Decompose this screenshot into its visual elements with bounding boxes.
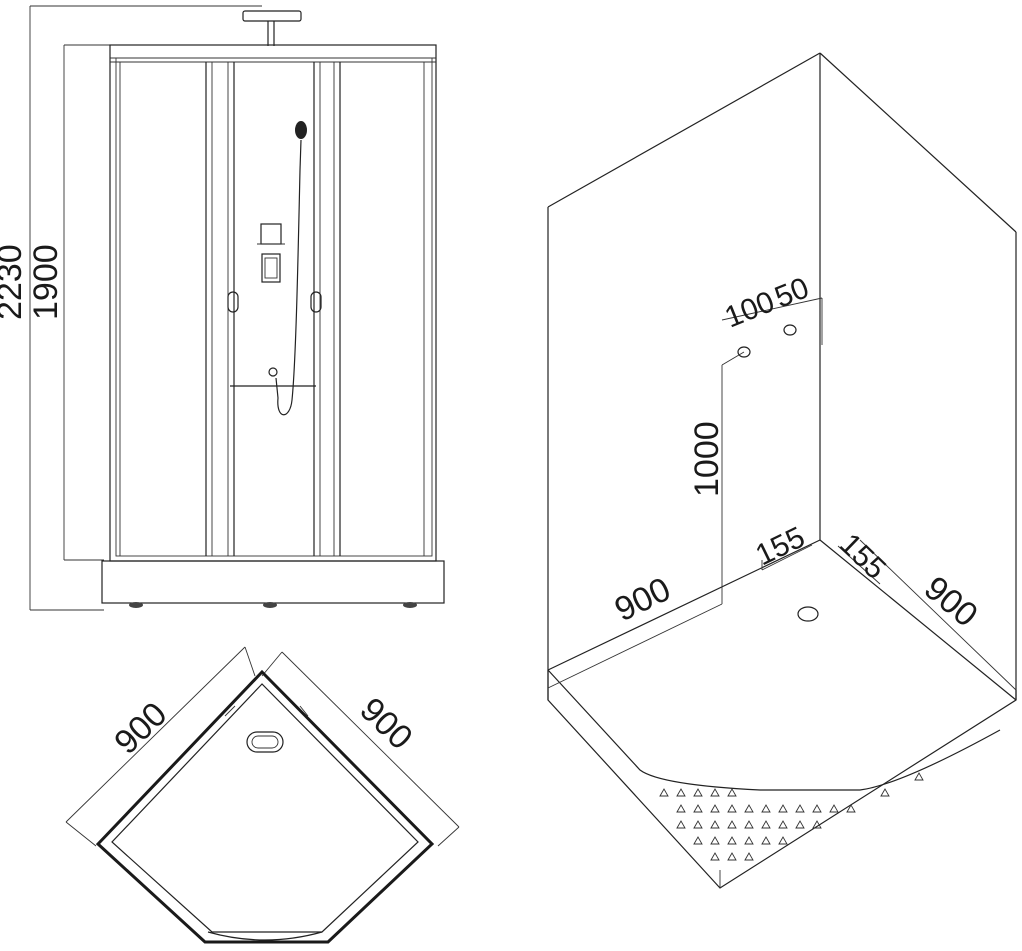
- iso-inlet-left: [737, 346, 751, 358]
- iso-inlet-right: [783, 324, 797, 336]
- top-width-left-label: 900: [107, 695, 174, 762]
- anti-slip-triangle: [710, 788, 720, 797]
- anti-slip-triangle: [710, 820, 720, 829]
- tray-drain: [246, 731, 284, 753]
- anti-slip-triangle: [880, 788, 890, 797]
- anti-slip-triangle: [744, 804, 754, 813]
- anti-slip-triangle: [778, 804, 788, 813]
- anti-slip-triangle: [778, 836, 788, 845]
- iso-drain-offset-right-label: 155: [833, 527, 892, 586]
- iso-drain-offset-left-label: 155: [751, 521, 810, 573]
- anti-slip-triangle: [812, 804, 822, 813]
- anti-slip-triangle: [761, 820, 771, 829]
- iso-width-right-label: 900: [917, 569, 985, 635]
- isometric-view: 900 900 100 50 1000 155 155: [547, 52, 1017, 889]
- iso-inlet-height-label: 1000: [688, 421, 726, 497]
- shower-tray-front: [101, 560, 445, 608]
- anti-slip-triangle: [710, 852, 720, 861]
- height-dimensions: 2230 1900: [0, 5, 262, 611]
- anti-slip-triangle: [693, 836, 703, 845]
- anti-slip-triangle: [778, 820, 788, 829]
- anti-slip-triangle: [744, 836, 754, 845]
- rain-shower-head: [242, 10, 302, 46]
- anti-slip-triangle: [676, 804, 686, 813]
- anti-slip-triangle: [744, 852, 754, 861]
- anti-slip-triangle: [761, 836, 771, 845]
- anti-slip-triangle: [710, 804, 720, 813]
- anti-slip-triangle: [693, 804, 703, 813]
- anti-slip-triangle: [727, 836, 737, 845]
- anti-slip-triangle: [659, 788, 669, 797]
- panel-dividers: [119, 62, 425, 556]
- anti-slip-triangle: [676, 820, 686, 829]
- anti-slip-triangle: [727, 852, 737, 861]
- anti-slip-triangle: [727, 804, 737, 813]
- iso-drain: [797, 606, 819, 622]
- anti-slip-triangle: [812, 820, 822, 829]
- tray-outline: [95, 669, 435, 944]
- total-height-label: 2230: [0, 244, 29, 320]
- cabin-height-label: 1900: [27, 244, 65, 320]
- anti-slip-triangle: [727, 820, 737, 829]
- anti-slip-pattern: [659, 772, 924, 861]
- hand-shower: [268, 121, 307, 416]
- anti-slip-triangle: [727, 788, 737, 797]
- anti-slip-triangle: [846, 804, 856, 813]
- anti-slip-triangle: [676, 788, 686, 797]
- iso-width-left-label: 900: [609, 570, 677, 629]
- anti-slip-triangle: [795, 804, 805, 813]
- iso-tray: [547, 669, 1017, 889]
- anti-slip-triangle: [914, 772, 924, 781]
- anti-slip-triangle: [795, 820, 805, 829]
- top-view: 900 900: [65, 646, 460, 944]
- anti-slip-triangle: [744, 820, 754, 829]
- control-panel: [257, 223, 285, 283]
- cabin-frame: [109, 44, 437, 562]
- anti-slip-triangle: [761, 804, 771, 813]
- left-door-handle: [227, 291, 239, 313]
- anti-slip-triangle: [693, 788, 703, 797]
- top-width-right-label: 900: [352, 690, 419, 757]
- front-view: 2230 1900: [0, 5, 445, 611]
- iso-inlet-spacing-label: 100: [720, 285, 779, 334]
- anti-slip-triangle: [710, 836, 720, 845]
- anti-slip-triangle: [693, 820, 703, 829]
- anti-slip-triangle: [829, 804, 839, 813]
- right-door-handle: [310, 291, 322, 313]
